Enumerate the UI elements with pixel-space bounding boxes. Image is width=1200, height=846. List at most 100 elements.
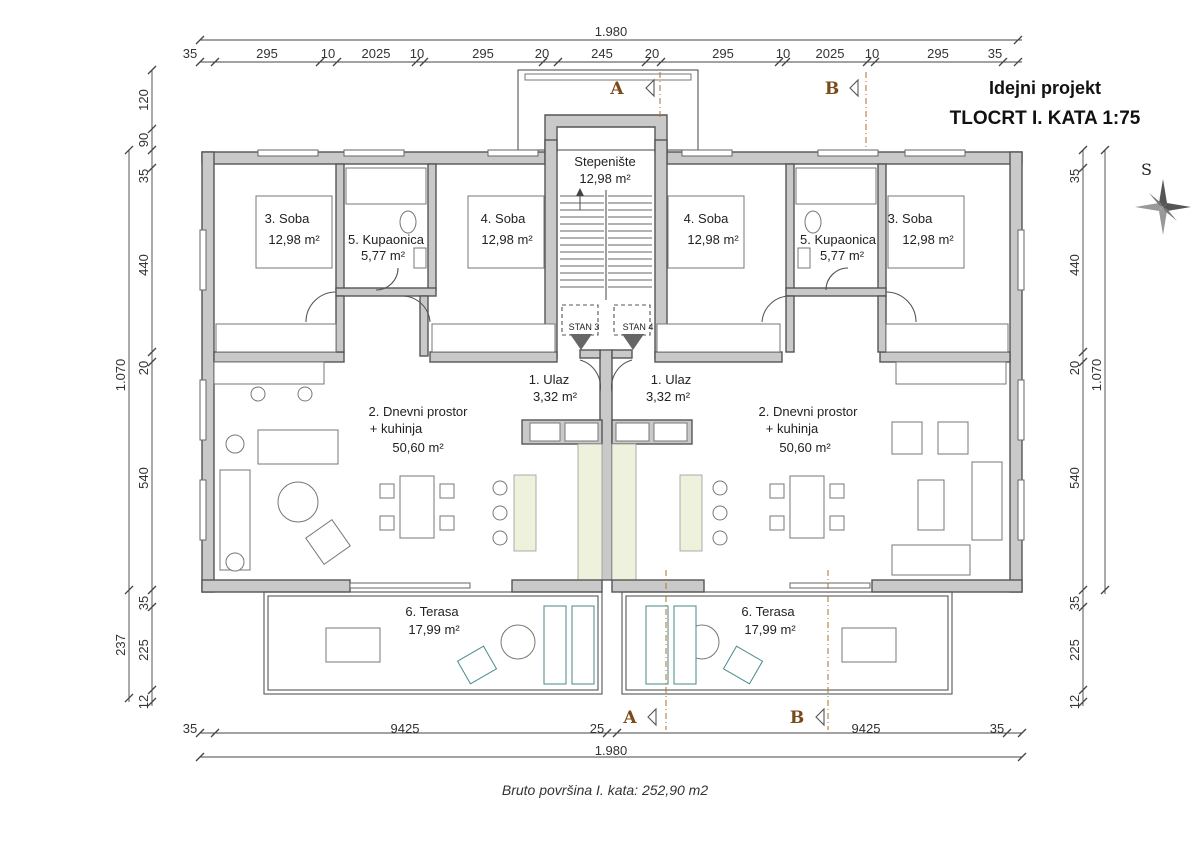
room-name: + kuhinja — [766, 421, 819, 436]
room-name: 4. Soba — [684, 211, 730, 226]
dim-label: 10 — [410, 46, 424, 61]
dim-tick — [332, 57, 342, 67]
dim-label: 2025 — [816, 46, 845, 61]
entry-arrow-icon — [570, 334, 592, 350]
dim-tick — [538, 57, 548, 67]
room-name: 2. Dnevni prostor — [759, 404, 859, 419]
doors — [305, 267, 917, 393]
room-area: 3,32 m² — [646, 389, 691, 404]
section-arrow-icon — [647, 707, 657, 727]
section-a-bottom: A — [622, 708, 637, 728]
staircase: STAN 3 STAN 4 — [560, 188, 653, 350]
room-area: 17,99 m² — [408, 622, 460, 637]
room-name: 1. Ulaz — [651, 372, 691, 387]
room-area: 12,98 m² — [481, 232, 533, 247]
dim-tick — [774, 57, 784, 67]
dim-tick — [553, 57, 563, 67]
dim-label: 35 — [990, 721, 1004, 736]
drawing-title: Idejni projekt — [989, 78, 1101, 98]
stair-name: Stepenište — [574, 154, 635, 169]
dim-label: 20 — [1067, 361, 1082, 375]
room-area: 12,98 m² — [902, 232, 954, 247]
dim-label: 20 — [645, 46, 659, 61]
dim-label: 35 — [988, 46, 1002, 61]
dim-label: 440 — [136, 254, 151, 276]
left-dimensions: 1.070 237 120 90 35 440 20 540 35 225 12 — [113, 65, 157, 709]
dim-label: 90 — [136, 133, 151, 147]
dim-tick — [862, 57, 872, 67]
dim-label: 225 — [1067, 639, 1082, 661]
dim-label: 20 — [136, 361, 151, 375]
dim-label: 35 — [136, 169, 151, 183]
room-area: 17,99 m² — [744, 622, 796, 637]
left-total-dim: 1.070 — [113, 359, 128, 392]
dim-label: 540 — [1067, 467, 1082, 489]
dim-label: 225 — [136, 639, 151, 661]
compass-letter: S — [1141, 160, 1152, 179]
dim-label: 35 — [1067, 596, 1082, 610]
room-name: 5. Kupaonica — [348, 232, 425, 247]
room-name: 2. Dnevni prostor — [369, 404, 469, 419]
room-name: 5. Kupaonica — [800, 232, 877, 247]
room-name: 1. Ulaz — [529, 372, 569, 387]
dim-tick — [1013, 57, 1023, 67]
room-labels: Stepenište 12,98 m² 3. Soba 12,98 m² 5. … — [265, 154, 955, 637]
dim-label: 12 — [136, 695, 151, 709]
room-name: + kuhinja — [370, 421, 423, 436]
dim-label: 2025 — [362, 46, 391, 61]
dim-label: 295 — [256, 46, 278, 61]
room-area: 5,77 m² — [820, 248, 865, 263]
dim-label: 9425 — [391, 721, 420, 736]
dim-label: 12 — [1067, 695, 1082, 709]
dim-tick — [870, 57, 880, 67]
dim-tick — [656, 57, 666, 67]
dim-label: 295 — [712, 46, 734, 61]
dim-label: 9425 — [852, 721, 881, 736]
entry-arrow-icon — [622, 334, 644, 350]
gross-area-footer: Bruto površina I. kata: 252,90 m2 — [502, 782, 708, 798]
dim-tick — [1013, 35, 1023, 45]
stair-area: 12,98 m² — [579, 171, 631, 186]
left-terrace-total-dim: 237 — [113, 634, 128, 656]
room-area: 50,60 m² — [392, 440, 444, 455]
dim-label: 35 — [183, 721, 197, 736]
dim-label: 35 — [183, 46, 197, 61]
bottom-total-dim: 1.980 — [595, 743, 628, 758]
room-name: 6. Terasa — [741, 604, 795, 619]
section-arrow-icon — [849, 78, 859, 98]
dim-label: 20 — [535, 46, 549, 61]
section-a-top: A — [609, 79, 624, 99]
drawing-scale-title: TLOCRT I. KATA 1:75 — [950, 108, 1141, 129]
dim-tick — [210, 57, 220, 67]
bottom-dimensions: 35 9425 25 9425 35 1.980 — [183, 721, 1027, 762]
room-name: 3. Soba — [888, 211, 934, 226]
dim-label: 10 — [865, 46, 879, 61]
dim-label: 245 — [591, 46, 613, 61]
dim-label: 25 — [590, 721, 604, 736]
dim-tick — [195, 35, 205, 45]
section-markers: A B A B — [609, 72, 867, 730]
dim-label: 120 — [136, 89, 151, 111]
flat-label-stan4: STAN 4 — [623, 322, 654, 332]
windows — [199, 149, 1025, 589]
room-area: 5,77 m² — [361, 248, 406, 263]
furniture — [213, 167, 1009, 685]
top-total-dim: 1.980 — [595, 24, 628, 39]
top-dimensions: 1.980 35 295 10 2025 10 295 20 245 20 29… — [183, 24, 1023, 67]
section-arrow-icon — [815, 707, 825, 727]
right-total-dim: 1.070 — [1089, 359, 1104, 392]
flat-label-stan3: STAN 3 — [569, 322, 600, 332]
dim-tick — [641, 57, 651, 67]
dim-label: 295 — [472, 46, 494, 61]
room-area: 3,32 m² — [533, 389, 578, 404]
dim-label: 35 — [136, 596, 151, 610]
dim-tick — [781, 57, 791, 67]
room-name: 4. Soba — [481, 211, 527, 226]
room-area: 12,98 m² — [687, 232, 739, 247]
building-walls — [201, 69, 1023, 695]
dim-label: 540 — [136, 467, 151, 489]
dim-tick — [419, 57, 429, 67]
section-arrow-icon — [645, 78, 655, 98]
room-name: 6. Terasa — [405, 604, 459, 619]
